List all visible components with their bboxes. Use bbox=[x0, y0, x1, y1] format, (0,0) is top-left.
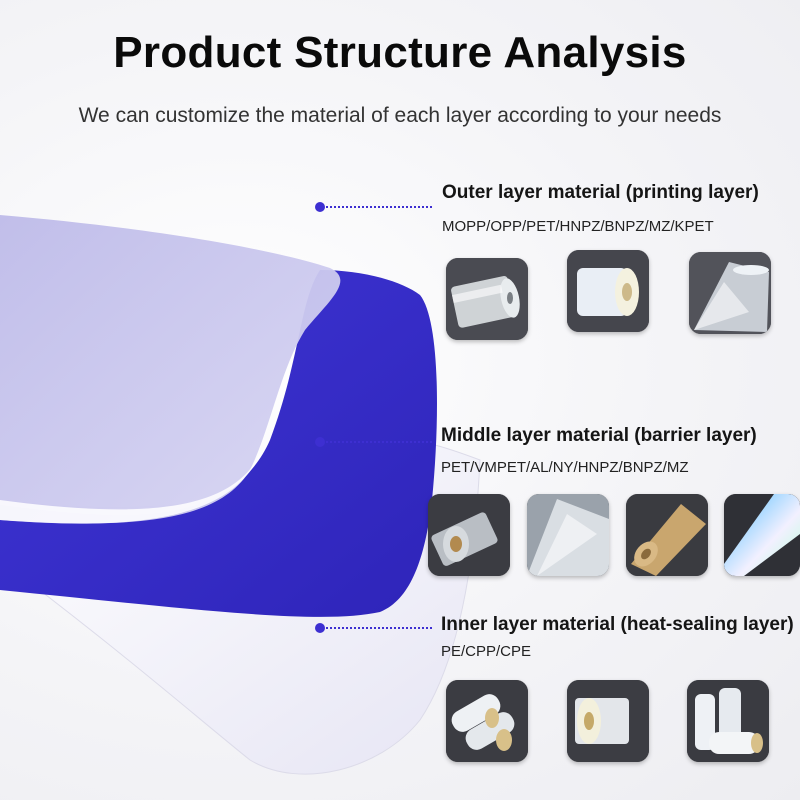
outer-layer-materials: MOPP/OPP/PET/HNPZ/BNPZ/MZ/KPET bbox=[442, 218, 714, 235]
inner-layer-materials: PE/CPP/CPE bbox=[441, 643, 532, 660]
page-subtitle: We can customize the material of each la… bbox=[78, 104, 722, 127]
kraft-paper-roll-image bbox=[626, 494, 708, 576]
middle-layer-title: Middle layer material (barrier layer) bbox=[441, 425, 757, 446]
film-highlight bbox=[0, 450, 262, 524]
outer-layer-connector-line bbox=[326, 206, 432, 208]
cpe-film-rolls-image bbox=[687, 680, 769, 762]
clear-film-roll-image bbox=[446, 258, 528, 340]
metallized-film-roll-image bbox=[428, 494, 510, 576]
outer-layer-title: Outer layer material (printing layer) bbox=[442, 182, 759, 203]
aluminum-foil-roll-image bbox=[527, 494, 609, 576]
cpp-film-roll-image bbox=[567, 680, 649, 762]
white-film-roll-image bbox=[567, 250, 649, 332]
middle-layer-marker-dot bbox=[315, 437, 325, 447]
middle-layer-sheet bbox=[0, 270, 437, 617]
middle-layer-connector-line bbox=[326, 441, 432, 443]
inner-layer-title: Inner layer material (heat-sealing layer… bbox=[441, 614, 794, 635]
holographic-film-image bbox=[724, 494, 800, 576]
outer-layer-sheet bbox=[0, 215, 341, 524]
inner-layer-connector-line bbox=[326, 627, 432, 629]
outer-layer-marker-dot bbox=[315, 202, 325, 212]
middle-layer-materials: PET/VMPET/AL/NY/HNPZ/BNPZ/MZ bbox=[441, 459, 689, 476]
unrolled-film-sheet-image bbox=[689, 252, 771, 334]
pe-film-rolls-image bbox=[446, 680, 528, 762]
page-title: Product Structure Analysis bbox=[113, 28, 687, 77]
inner-layer-marker-dot bbox=[315, 623, 325, 633]
